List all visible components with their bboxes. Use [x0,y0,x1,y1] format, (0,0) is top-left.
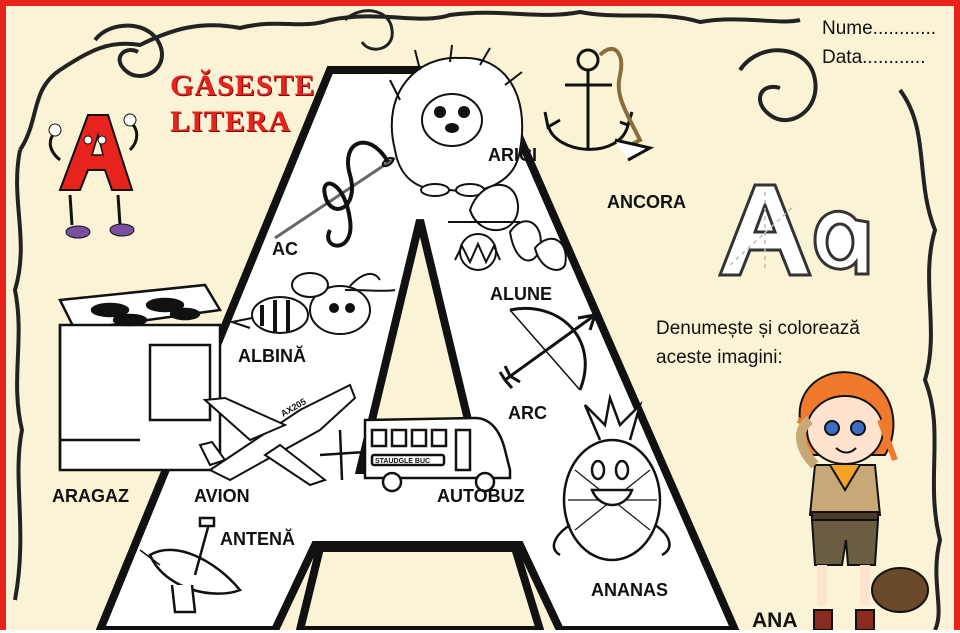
title-line-1: GĂSESTE [170,69,316,102]
label-arici: ARICI [488,145,537,165]
antenna-picture [139,516,243,614]
label-antena: ANTENĂ [220,529,295,549]
label-albina: ALBINĂ [238,346,306,366]
hedgehog-picture [389,44,524,197]
instruction-line-1: Denumește și colorează [656,318,860,339]
label-avion: AVION [194,486,250,506]
scroll-curl-left [93,23,164,78]
label-arc: ARC [508,403,547,423]
letter-a-notch [295,544,545,630]
bus-sign-text: STAUDGLE BUC [375,458,430,465]
instruction-line-2: aceste imagini: [656,347,783,368]
scout-girl-picture [796,371,929,630]
airplane-picture: AX205 [198,383,366,487]
label-autobuz: AUTOBUZ [437,486,525,506]
name-field: Nume............ [822,18,937,39]
label-ananas: ANANAS [591,580,669,600]
aa-tracing-letters [717,183,870,277]
bee-picture [228,272,396,335]
needle-picture [274,140,396,248]
anchor-picture [543,46,655,162]
bus-picture: STAUDGLE BUC [363,416,512,493]
label-ana: ANA [752,609,798,632]
letter-a-mascot [48,113,139,239]
scroll-curl-right [738,48,818,122]
label-alune: ALUNE [490,284,552,304]
label-ac: AC [272,239,298,259]
label-ancora: ANCORA [607,192,686,212]
map-left-edge [12,149,25,601]
label-aragaz: ARAGAZ [52,486,129,506]
pineapple-picture [552,393,671,562]
bow-arrow-picture [498,307,597,391]
map-right-edge [898,88,943,630]
hazelnuts-picture [448,184,567,271]
title-line-2: LITERA [170,105,292,138]
date-field: Data............ [822,47,926,68]
stove-picture [58,283,223,472]
scroll-curl-top [343,9,394,51]
